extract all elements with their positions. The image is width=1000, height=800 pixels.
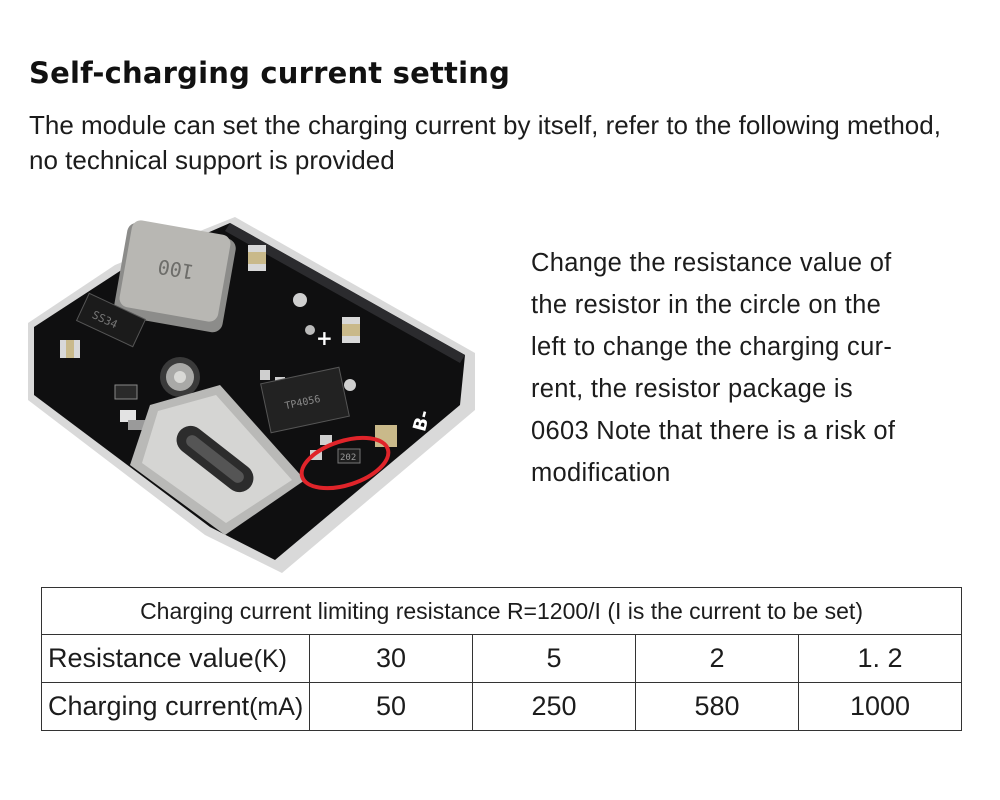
table-cell: 1. 2 [797,634,963,683]
table-cell: 580 [635,682,799,731]
intro-text: The module can set the charging current … [29,110,941,175]
table-cell: 250 [472,682,636,731]
diode: SS34 [75,292,147,348]
row-label: Charging current(mA) [41,682,310,731]
tactile-switch [160,357,200,397]
table-cell: 30 [309,634,473,683]
row-unit: (K) [253,645,287,673]
resistor-marking: 202 [340,453,356,463]
instruction-line: rent, the resistor package is [531,375,853,403]
instruction-text: Change the resistance value of the resis… [531,242,971,494]
pcb-module-image: 100 SS34 TP4056 [28,217,475,573]
instruction-line: left to change the charging cur- [531,333,893,361]
table-cell: 2 [635,634,799,683]
page-title: Self-charging current setting [29,56,511,90]
target-resistor: 202 [337,448,361,464]
instruction-line: 0603 Note that there is a risk of [531,417,896,445]
table-cell: 5 [472,634,636,683]
charger-ic: TP4056 [260,366,350,434]
instruction-line: the resistor in the circle on the [531,291,882,319]
instruction-line: Change the resistance value of [531,249,892,277]
usb-c-connector [130,385,305,535]
plus-marking: + [316,326,333,350]
highlight-circle [299,435,391,491]
table-row-current: Charging current(mA) 50 250 580 1000 [41,682,963,731]
resistance-table: Charging current limiting resistance R=1… [40,587,963,731]
inductor: 100 [114,220,236,333]
table-header: Charging current limiting resistance R=1… [40,587,963,635]
row-unit: (mA) [249,693,304,721]
table-row-resistance: Resistance value(K) 30 5 2 1. 2 [41,634,963,683]
instruction-line: modification [531,459,671,487]
table-cell: 50 [309,682,473,731]
row-label: Resistance value(K) [41,634,310,683]
table-cell: 1000 [797,682,963,731]
